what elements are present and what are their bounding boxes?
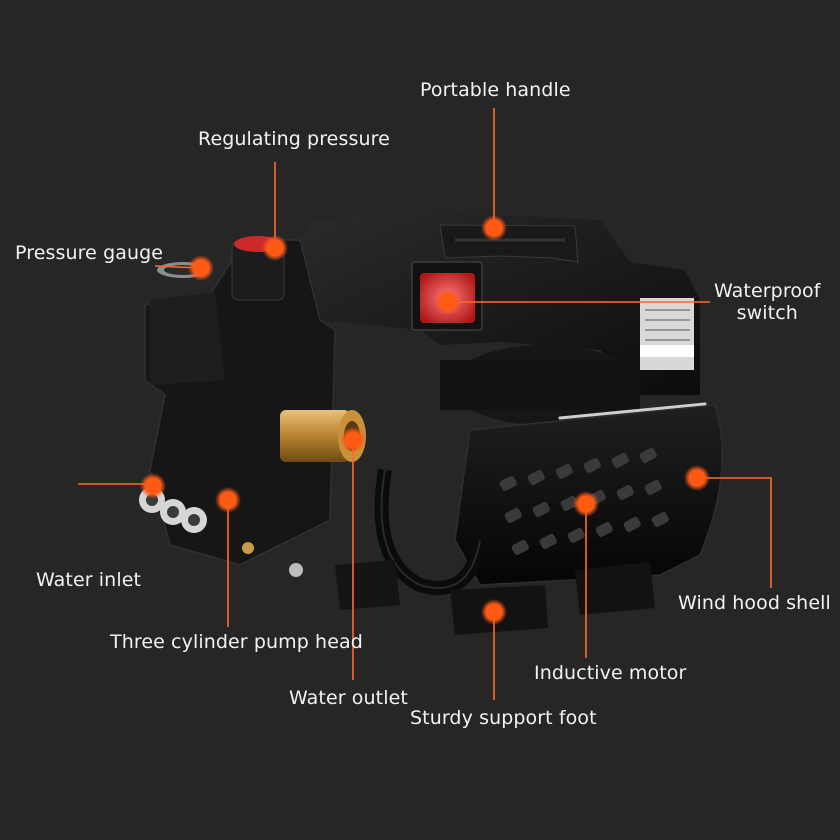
label-regulating-pressure: Regulating pressure [198,128,390,150]
label-waterproof-switch-line1: Waterproof [714,280,821,302]
label-waterproof-switch-line2: switch [736,302,798,324]
label-three-cylinder-pump-head: Three cylinder pump head [110,631,363,653]
label-waterproof-switch: Waterproof switch [714,280,821,324]
label-pressure-gauge: Pressure gauge [15,242,164,264]
leader-lines [78,108,772,700]
label-portable-handle: Portable handle [420,79,571,101]
label-wind-hood-shell: Wind hood shell [678,592,831,614]
callout-dots [140,215,710,625]
vent-slots [499,447,669,555]
label-water-inlet: Water inlet [36,569,142,591]
label-sturdy-support-foot: Sturdy support foot [410,707,597,729]
label-water-outlet: Water outlet [289,687,408,709]
machine-body [139,210,723,635]
label-inductive-motor: Inductive motor [534,662,687,684]
nameplate [640,298,694,370]
